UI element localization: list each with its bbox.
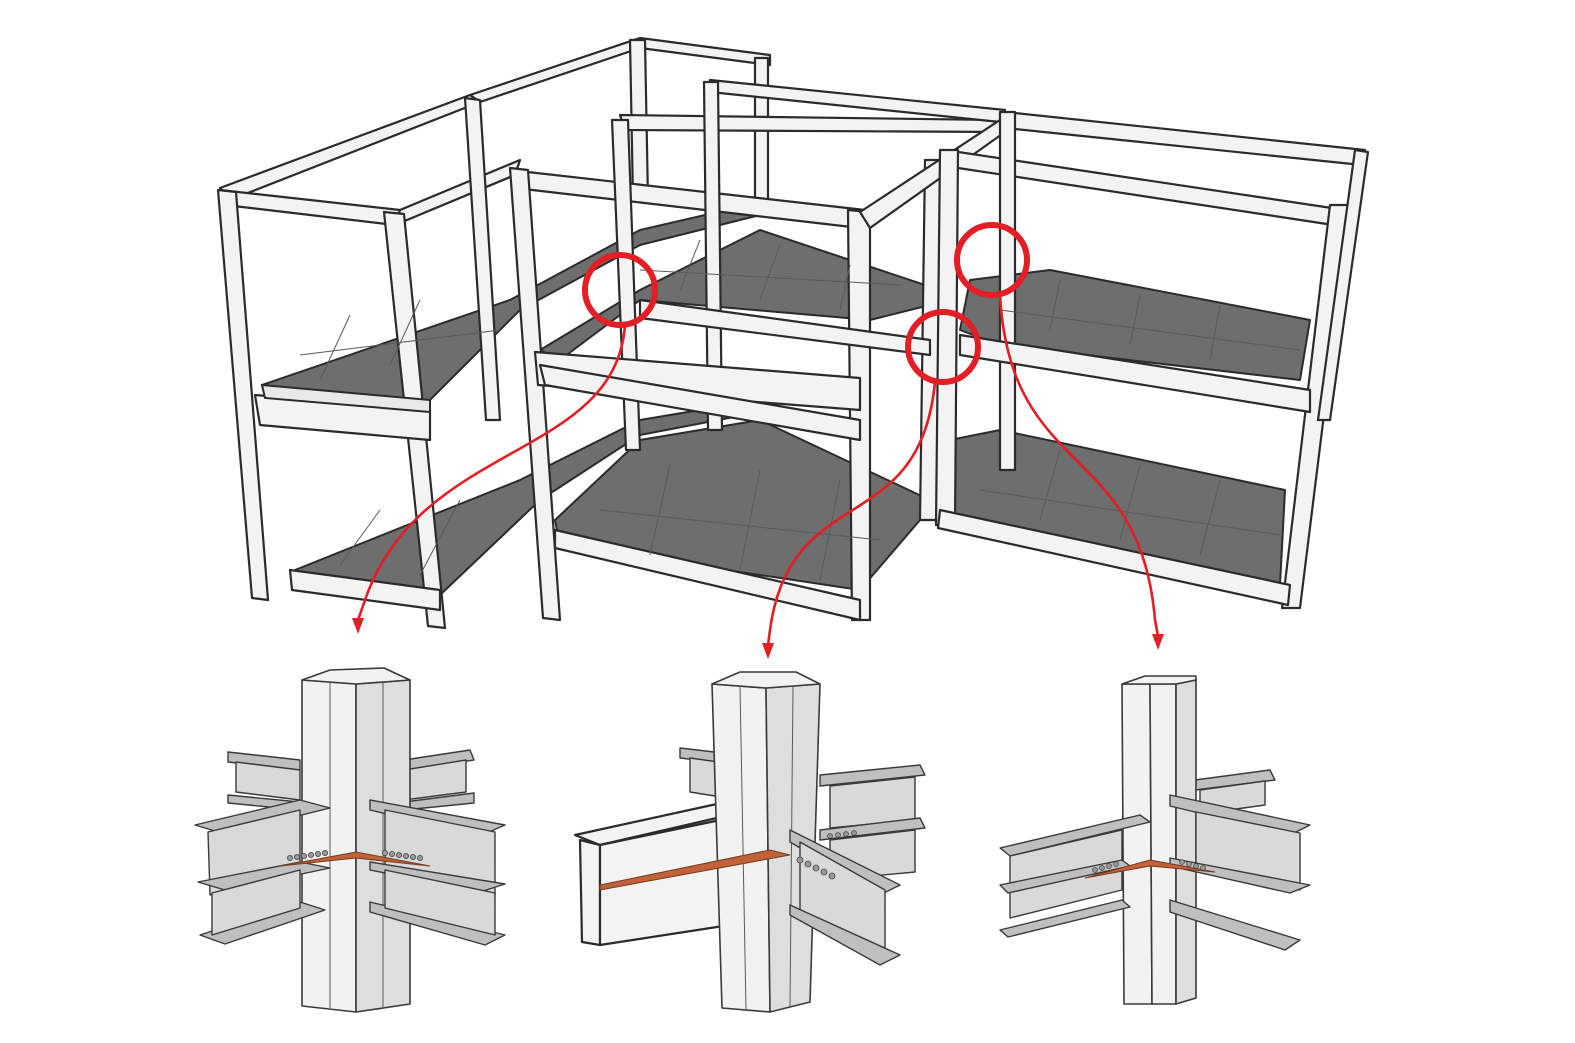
- leader-arrow-right: [998, 294, 1164, 650]
- three-module-joint: [573, 671, 926, 1013]
- bolt-group-left: [286, 850, 328, 862]
- joint-callout-left[interactable]: [582, 252, 658, 328]
- leader-arrow-left: [352, 324, 627, 634]
- module-left-wing: [216, 96, 522, 630]
- module-right: [934, 110, 1370, 610]
- four-module-corner-joint: [194, 667, 506, 1013]
- joint-callout-right[interactable]: [954, 222, 1030, 298]
- joint-callout-middle[interactable]: [905, 309, 981, 385]
- slab-tile-grid: [299, 239, 1301, 581]
- bolt-group-middle: [796, 830, 857, 880]
- bolt-group-right: [381, 850, 423, 862]
- modular-steel-building-frame: [216, 36, 1370, 630]
- two-module-column: [1121, 683, 1153, 1005]
- bolt-group-two-module: [1092, 859, 1206, 873]
- slab-right-upper: [959, 269, 1311, 381]
- four-module-column: [301, 679, 357, 1013]
- two-module-joint: [999, 675, 1311, 1005]
- leader-arrow-middle: [762, 381, 937, 659]
